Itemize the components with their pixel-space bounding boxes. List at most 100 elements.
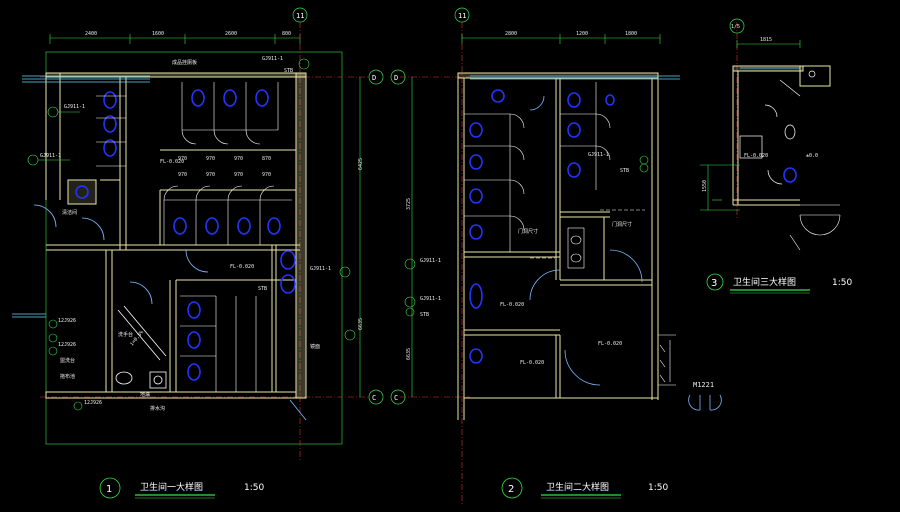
plan-1-label-hook-a: GJ911-1 bbox=[262, 56, 283, 62]
plan-3-title: 卫生间三大样图 bbox=[733, 276, 796, 288]
plan-1-inner-dim-b4: 970 bbox=[262, 172, 271, 178]
plan-2-number: 2 bbox=[508, 484, 514, 495]
plan-2-windows bbox=[470, 75, 680, 80]
plan-1-label-hook-d: GJ911-1 bbox=[310, 266, 331, 272]
plan-1-label-drain-b: 排水沟 bbox=[150, 405, 165, 412]
plan-1-fixtures-lower-left bbox=[115, 305, 167, 389]
plan-2-axis-d-bubble bbox=[390, 69, 406, 85]
plan-1-inner-dim-a3: 970 bbox=[234, 156, 243, 162]
plan-3-scale: 1:50 bbox=[832, 278, 852, 288]
plan-1-right-dim-2: 6635 bbox=[358, 318, 364, 330]
plan-1-label-floor-b: FL-0.020 bbox=[160, 159, 184, 165]
plan-1-right-dim-1: 6425 bbox=[358, 158, 364, 170]
plan-1-label-sub-a: STB bbox=[284, 68, 293, 74]
plan-1-number-bubble bbox=[99, 477, 121, 499]
plan-1-label-floor-a: FL-0.020 bbox=[230, 264, 254, 270]
plan-3-walls bbox=[732, 65, 831, 206]
plan-1-axis-11-bubble bbox=[292, 7, 308, 23]
plan-1-inner-dim-b1: 970 bbox=[178, 172, 187, 178]
plan-3-label-floor: FL-0.020 bbox=[744, 153, 768, 159]
plan-1-number: 1 bbox=[106, 484, 112, 495]
plan-2-label-floor-c: FL-0.020 bbox=[598, 341, 622, 347]
plan-1-partitions bbox=[96, 82, 292, 392]
plan-2-scale: 1:50 bbox=[648, 483, 668, 493]
plan-1-dim-4: 800 bbox=[282, 31, 291, 37]
plan-3-number: 3 bbox=[711, 278, 717, 289]
plan-2-label-hook-a: GJ911-1 bbox=[420, 258, 441, 264]
plan-1-inner-dim-a4: 870 bbox=[262, 156, 271, 162]
plan-2-number-bubble bbox=[501, 477, 523, 499]
plan-1-doors bbox=[33, 204, 307, 421]
plan-3-number-bubble bbox=[706, 273, 724, 291]
plan-2-walls bbox=[457, 72, 659, 420]
plan-2-label-door-b: 门洞尺寸 bbox=[612, 221, 632, 228]
plan-2-title: 卫生间二大样图 bbox=[546, 481, 609, 493]
plan-1: 2400 1600 2600 800 11 D C 6425 6635 bbox=[12, 7, 384, 499]
plan-1-label-drain-a: 地漏 bbox=[140, 391, 150, 398]
plan-1-callouts bbox=[27, 58, 356, 411]
plan-3-axis-bubble bbox=[729, 18, 745, 34]
plan-1-frame bbox=[45, 51, 343, 445]
plan-2-label-door-a: 门洞尺寸 bbox=[518, 228, 538, 235]
plan-1-toilets-left bbox=[75, 91, 117, 199]
plan-2-callouts bbox=[404, 155, 649, 317]
plan-1-label-sink-area: 盥洗台 bbox=[60, 357, 75, 364]
plan-1-inner-dim-b3: 970 bbox=[234, 172, 243, 178]
plan-1-label-sub-b: STB bbox=[258, 286, 267, 292]
plan-1-label-hook-c: GJ911-1 bbox=[40, 153, 61, 159]
plan-1-scale: 1:50 bbox=[244, 483, 264, 493]
plan-1-axis-d-label: D bbox=[372, 74, 376, 82]
plan-3-top-dimensions bbox=[736, 40, 801, 48]
plan-2-dim-2: 1200 bbox=[576, 31, 588, 37]
plan-3-outer-doors bbox=[789, 204, 841, 251]
plan-1-dim-3: 2600 bbox=[225, 31, 237, 37]
plan-3: 1/5 1815 bbox=[700, 18, 852, 294]
plan-2-label-sub-b: STB bbox=[620, 168, 629, 174]
plan-2-axis-c-bubble bbox=[390, 389, 406, 405]
plan-3-side-dim-label: 1550 bbox=[702, 180, 708, 192]
plan-1-walls bbox=[45, 72, 307, 399]
plan-1-dim-1: 2400 bbox=[85, 31, 97, 37]
plan-2-top-dimensions bbox=[461, 34, 661, 44]
plan-1-label-sink: 洗手台 bbox=[118, 331, 133, 338]
plan-2-door-tag: M1221 bbox=[693, 381, 714, 389]
plan-1-label-clean: 清洁间 bbox=[62, 209, 77, 216]
plan-2-axis-11-label: 11 bbox=[458, 12, 466, 20]
plan-1-label-detail-b: 12J926 bbox=[58, 342, 76, 348]
plan-2-toilets bbox=[469, 89, 797, 364]
plan-3-axis-label: 1/5 bbox=[731, 24, 740, 30]
plan-2-label-hook-b: GJ911-1 bbox=[420, 296, 441, 302]
plan-1-label-detail-c: 12J926 bbox=[84, 400, 102, 406]
plan-3-label-level: ±0.0 bbox=[806, 153, 818, 159]
plan-1-axis-11-label: 11 bbox=[296, 12, 304, 20]
plan-1-inner-dim-a1: 970 bbox=[178, 156, 187, 162]
plan-1-label-grab-bar: 成品挂厕板 bbox=[172, 59, 197, 66]
plan-1-axis-c-label: C bbox=[372, 394, 376, 402]
plan-2-axis-d-label: D bbox=[394, 74, 398, 82]
plan-2: 11 2800 1200 1800 D C 3725 6635 bbox=[390, 7, 797, 505]
plan-2-dim-1: 2800 bbox=[505, 31, 517, 37]
plan-1-axis-d-bubble bbox=[368, 69, 384, 85]
plan-2-doors bbox=[529, 95, 722, 411]
plan-1-label-mop-pool: 拖布池 bbox=[60, 373, 75, 380]
plan-2-axis-11-bubble bbox=[454, 7, 470, 23]
plan-1-toilets-lower bbox=[187, 250, 296, 381]
plan-1-label-hook-b: GJ911-1 bbox=[64, 104, 85, 110]
plan-3-fixtures bbox=[739, 70, 816, 185]
plan-1-inner-dim-b2: 970 bbox=[206, 172, 215, 178]
plan-2-label-hook-c: GJ911-1 bbox=[588, 152, 609, 158]
plan-1-windows bbox=[12, 75, 150, 318]
plan-1-label-mirror: 镜面 bbox=[310, 343, 320, 350]
plan-3-dim-1: 1815 bbox=[760, 37, 772, 43]
plan-2-left-dim-2: 6635 bbox=[406, 348, 412, 360]
plan-2-partitions bbox=[464, 82, 645, 269]
plan-2-left-dim-1: 3725 bbox=[406, 198, 412, 210]
plan-2-axis-c-label: C bbox=[394, 394, 398, 402]
plan-2-right-glass bbox=[658, 334, 676, 386]
plan-3-side-dim bbox=[700, 164, 740, 211]
plan-1-inner-dim-a2: 970 bbox=[206, 156, 215, 162]
plan-1-toilets-mid bbox=[173, 217, 281, 235]
plan-2-dim-3: 1800 bbox=[625, 31, 637, 37]
